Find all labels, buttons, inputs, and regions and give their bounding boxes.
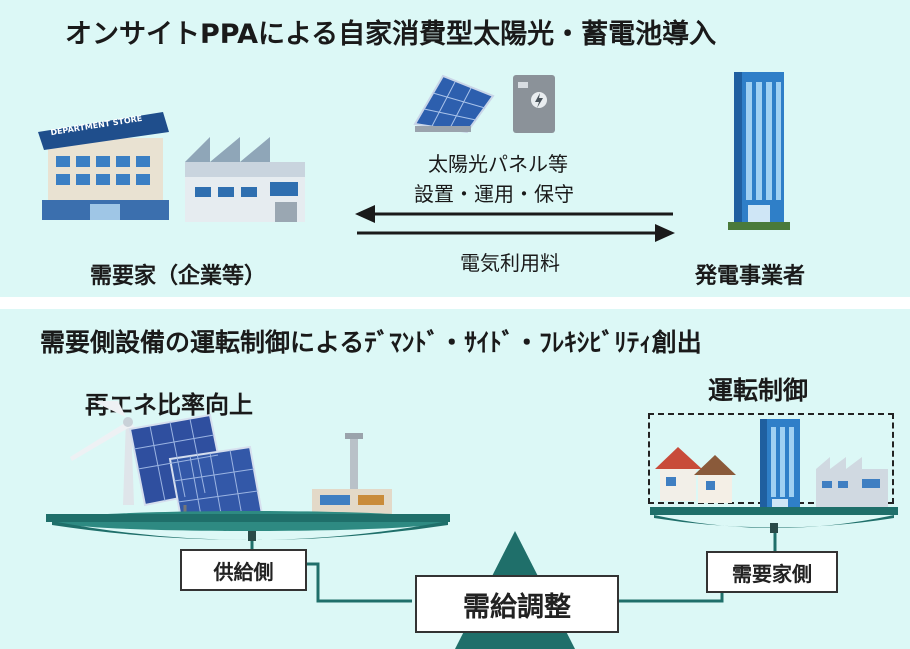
solar-array-icon xyxy=(128,413,264,531)
demand-side-box: 需要家側 xyxy=(706,551,838,593)
producer-label: 発電事業者 xyxy=(695,264,806,289)
fee-label: 電気利用料 xyxy=(460,251,560,275)
office-building-icon xyxy=(760,419,800,511)
control-label: 運転制御 xyxy=(708,376,809,405)
consumer-label: 需要家（企業等） xyxy=(90,264,267,289)
houses-icon xyxy=(655,447,736,503)
ppa-panel: オンサイトPPAによる自家消費型太陽光・蓄電池導入 DEPARTMENT STO… xyxy=(0,0,910,297)
office-tower-icon xyxy=(728,72,790,230)
battery-icon xyxy=(513,75,555,133)
balance-box: 需給調整 xyxy=(415,575,619,633)
solar-panel-icon xyxy=(413,74,495,134)
power-plant-icon xyxy=(312,433,392,521)
demand-title: 需要側設備の運転制御によるﾃﾞﾏﾝﾄﾞ・ｻｲﾄﾞ・ﾌﾚｷｼﾋﾞﾘﾃｨ創出 xyxy=(40,328,702,357)
factory-icon xyxy=(185,137,305,222)
arrow-left xyxy=(355,205,673,223)
service-line-2: 設置・運用・保守 xyxy=(414,182,574,206)
ppa-title: オンサイトPPAによる自家消費型太陽光・蓄電池導入 xyxy=(65,19,717,50)
supply-side-box: 供給側 xyxy=(180,549,307,591)
department-store-icon xyxy=(38,112,169,220)
demand-side-panel: 需要側設備の運転制御によるﾃﾞﾏﾝﾄﾞ・ｻｲﾄﾞ・ﾌﾚｷｼﾋﾞﾘﾃｨ創出 再エネ… xyxy=(0,309,910,649)
service-line-1: 太陽光パネル等 xyxy=(428,152,568,176)
small-factory-icon xyxy=(816,457,888,509)
arrow-right xyxy=(357,224,675,242)
